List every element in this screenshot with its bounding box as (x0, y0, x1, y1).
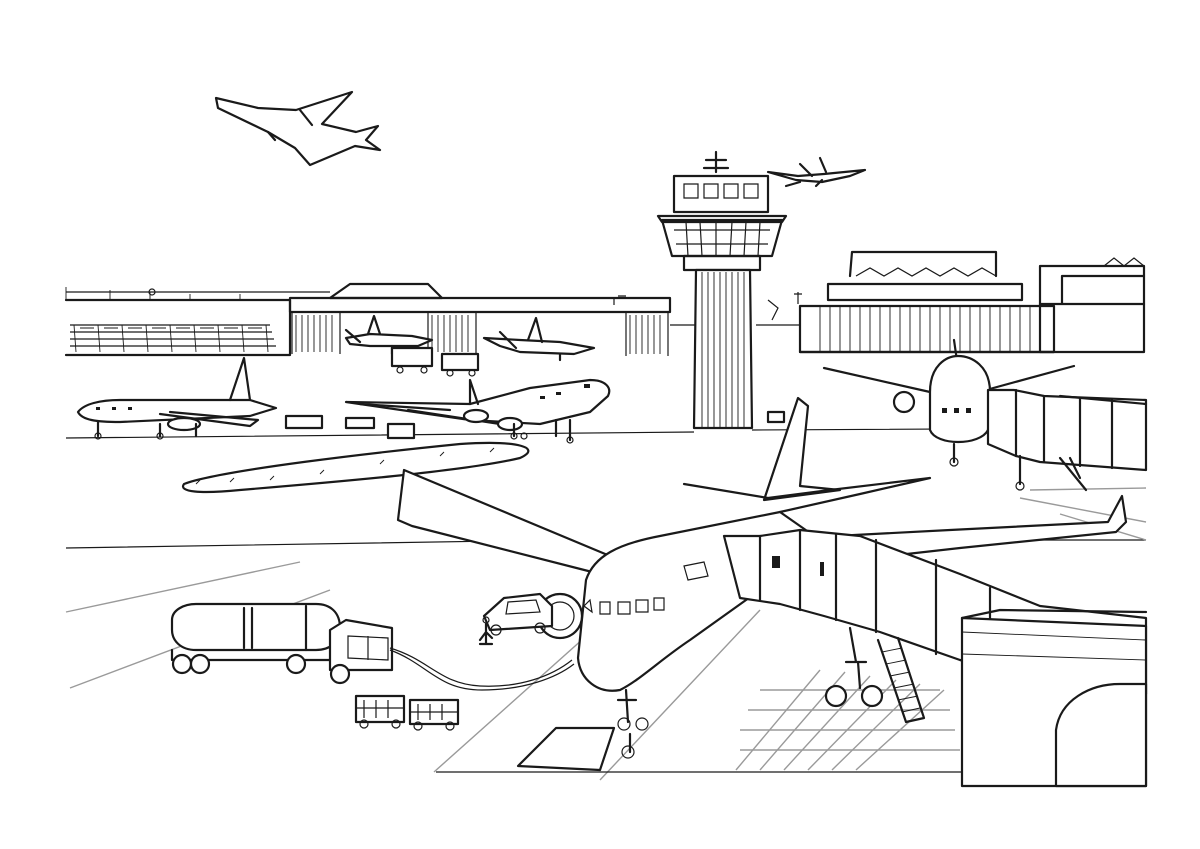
grass-strip (183, 443, 528, 492)
fuel-tanker (172, 604, 574, 690)
hangar-right (800, 252, 1054, 352)
baggage-carts (356, 696, 458, 730)
terminal-left (66, 284, 670, 356)
ground-vehicles-far (392, 348, 478, 376)
flying-plane-large (216, 92, 380, 165)
cargo-plane (346, 380, 609, 443)
parked-plane-left (78, 358, 374, 439)
follow-me-car (480, 594, 552, 644)
jet-bridge-main (724, 530, 1146, 786)
background-plane-2 (484, 318, 594, 360)
building-far-right (1040, 258, 1144, 352)
horizon-fences (66, 287, 802, 325)
jet-bridge-right (988, 390, 1146, 490)
control-tower (658, 152, 786, 428)
plane-front-view (824, 340, 1074, 466)
background-plane-1 (346, 316, 432, 354)
flying-plane-small (768, 158, 865, 186)
